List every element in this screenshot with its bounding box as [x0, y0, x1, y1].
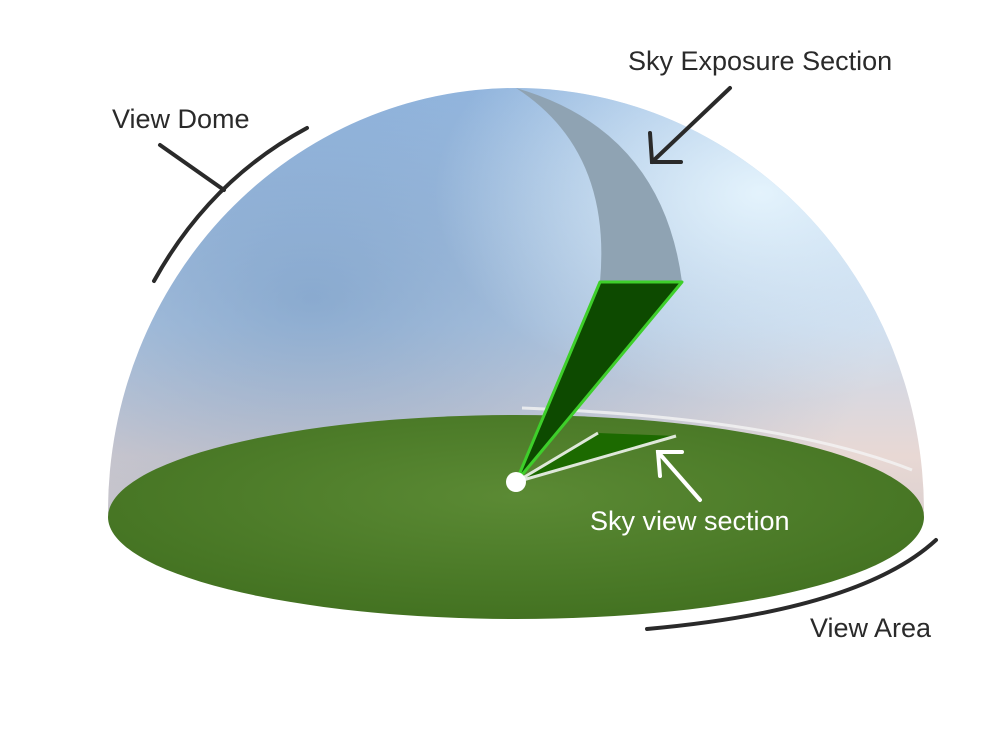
sky-view-wedge	[514, 280, 684, 484]
annotation-lines	[152, 86, 938, 631]
view-area-label: View Area	[810, 613, 932, 643]
view-dome-bracket	[152, 126, 309, 283]
sky-exposure-arrow-shaft	[650, 86, 732, 164]
sky-exposure-band	[516, 88, 682, 282]
sky-view-arrow	[655, 450, 702, 502]
horizon-arc	[521, 406, 913, 472]
view-area-ground	[108, 415, 924, 619]
observer-point	[506, 472, 526, 492]
sky-exposure-section-label: Sky Exposure Section	[628, 46, 893, 76]
sky-view-section-label: Sky view section	[590, 506, 790, 536]
view-area-bracket	[645, 538, 938, 631]
sky-exposure-arrow-head	[648, 131, 683, 164]
view-dome-label: View Dome	[112, 104, 250, 134]
view-dome-leader	[158, 143, 226, 192]
